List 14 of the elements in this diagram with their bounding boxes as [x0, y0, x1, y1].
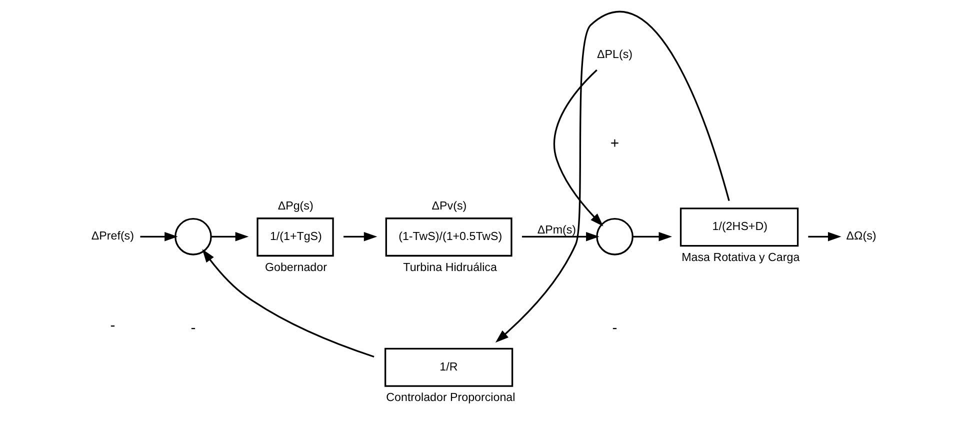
node-label: Controlador Proporcional	[386, 391, 516, 404]
node-label: ΔPv(s)	[432, 199, 467, 212]
node-label: Masa Rotativa y Carga	[682, 250, 800, 264]
node-label: ΔPg(s)	[278, 199, 314, 212]
label: -	[612, 319, 618, 336]
node-text: ΔPL(s)	[597, 48, 633, 61]
label: +	[610, 135, 620, 152]
node-text: ΔPref(s)	[91, 230, 134, 243]
node-label: Turbina Hidruálica	[403, 260, 497, 274]
label: -	[190, 319, 196, 336]
label: -	[110, 316, 116, 334]
edge-label: ΔPm(s)	[537, 223, 576, 236]
node-label: Gobernador	[264, 260, 327, 274]
node-text: ΔΩ(s)	[846, 230, 876, 243]
